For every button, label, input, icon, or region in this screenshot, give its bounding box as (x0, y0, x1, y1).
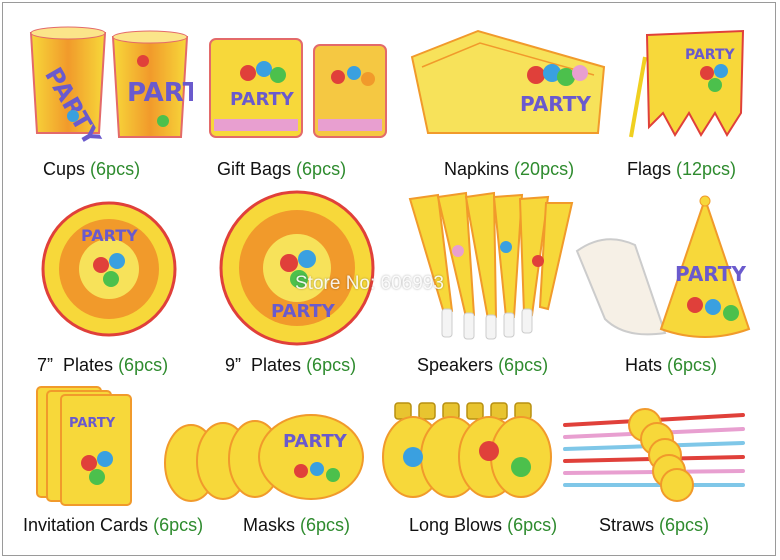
speakers-image (408, 191, 576, 341)
label-hats: Hats (6pcs) (625, 355, 718, 375)
label-plate-7: 7” Plates (6pcs) (37, 355, 169, 375)
store-watermark: Store No: 606993 (295, 273, 444, 294)
masks-print-text: PARTY (283, 431, 348, 452)
cups-image: PARTY PARTY (23, 21, 193, 143)
straws-image (561, 403, 751, 503)
label-straws: Straws (6pcs) (599, 515, 710, 535)
invitation-cards-image: PARTY (33, 383, 143, 507)
long-blows-image (381, 401, 553, 509)
label-gift-bags: Gift Bags (6pcs) (217, 159, 347, 179)
gift-bags-image: PARTY (208, 33, 388, 143)
invitation-print-text: PARTY (69, 416, 116, 431)
label-speakers: Speakers (6pcs) (417, 355, 549, 375)
label-cups: Cups (6pcs) (43, 159, 141, 179)
label-masks: Masks (6pcs) (243, 515, 351, 535)
label-flags: Flags (12pcs) (627, 159, 737, 179)
masks-image: PARTY (161, 411, 371, 505)
label-long-blows: Long Blows (6pcs) (409, 515, 558, 535)
hats-print-text: PARTY (675, 262, 746, 286)
napkins-image: PARTY (408, 27, 608, 137)
napkins-print-text: PARTY (520, 92, 591, 116)
label-plate-9: 9” Plates (6pcs) (225, 355, 357, 375)
flags-print-text: PARTY (685, 47, 736, 63)
plate-9-image: PARTY (213, 189, 381, 347)
flags-image: PARTY (623, 27, 753, 143)
hats-image: PARTY (565, 195, 755, 341)
plate-9-print-text: PARTY (271, 301, 336, 322)
label-napkins: Napkins (20pcs) (444, 159, 575, 179)
label-invitation-cards: Invitation Cards (6pcs) (23, 515, 204, 535)
gift-bags-print-text: PARTY (230, 89, 295, 110)
plate-7-print-text: PARTY (81, 226, 138, 245)
cups-print-text-2: PARTY (127, 78, 193, 108)
plate-7-image: PARTY (39, 199, 179, 339)
